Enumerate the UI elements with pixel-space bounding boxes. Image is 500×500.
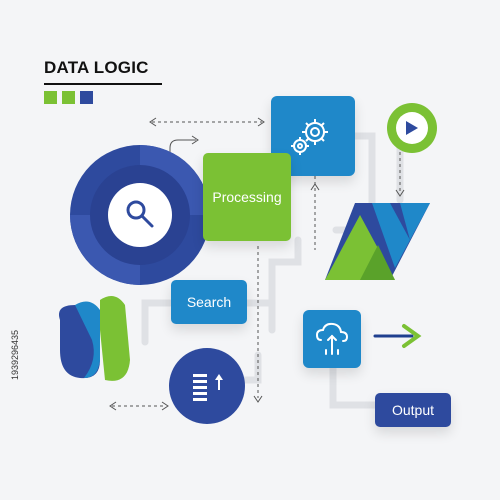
gears-icon xyxy=(291,119,328,155)
cloud-tile xyxy=(303,310,361,368)
swatch-3 xyxy=(80,91,93,104)
page-title: DATA LOGIC xyxy=(44,58,149,77)
document-circle xyxy=(169,348,245,424)
processing-label: Processing xyxy=(212,189,282,205)
search-target xyxy=(70,145,210,285)
output-label: Output xyxy=(391,402,435,418)
title-underline xyxy=(44,83,162,85)
swatch-1 xyxy=(44,91,57,104)
processing-box: Processing xyxy=(203,153,291,241)
swirl-shape xyxy=(59,296,130,381)
cloud-transfer-icon xyxy=(315,322,349,355)
prism-shape xyxy=(325,203,430,280)
play-icon xyxy=(406,121,418,135)
play-badge xyxy=(387,103,437,153)
arrow-right-icon xyxy=(373,324,422,348)
search-label: Search xyxy=(186,294,232,310)
search-icon xyxy=(126,200,154,228)
document-upload-icon xyxy=(193,374,223,401)
search-box: Search xyxy=(171,280,247,324)
swatch-2 xyxy=(62,91,75,104)
arrow-heads xyxy=(109,117,405,411)
watermark-id: 1939296435 xyxy=(10,329,20,380)
dashed-arrows xyxy=(112,121,401,407)
output-box: Output xyxy=(375,393,451,427)
